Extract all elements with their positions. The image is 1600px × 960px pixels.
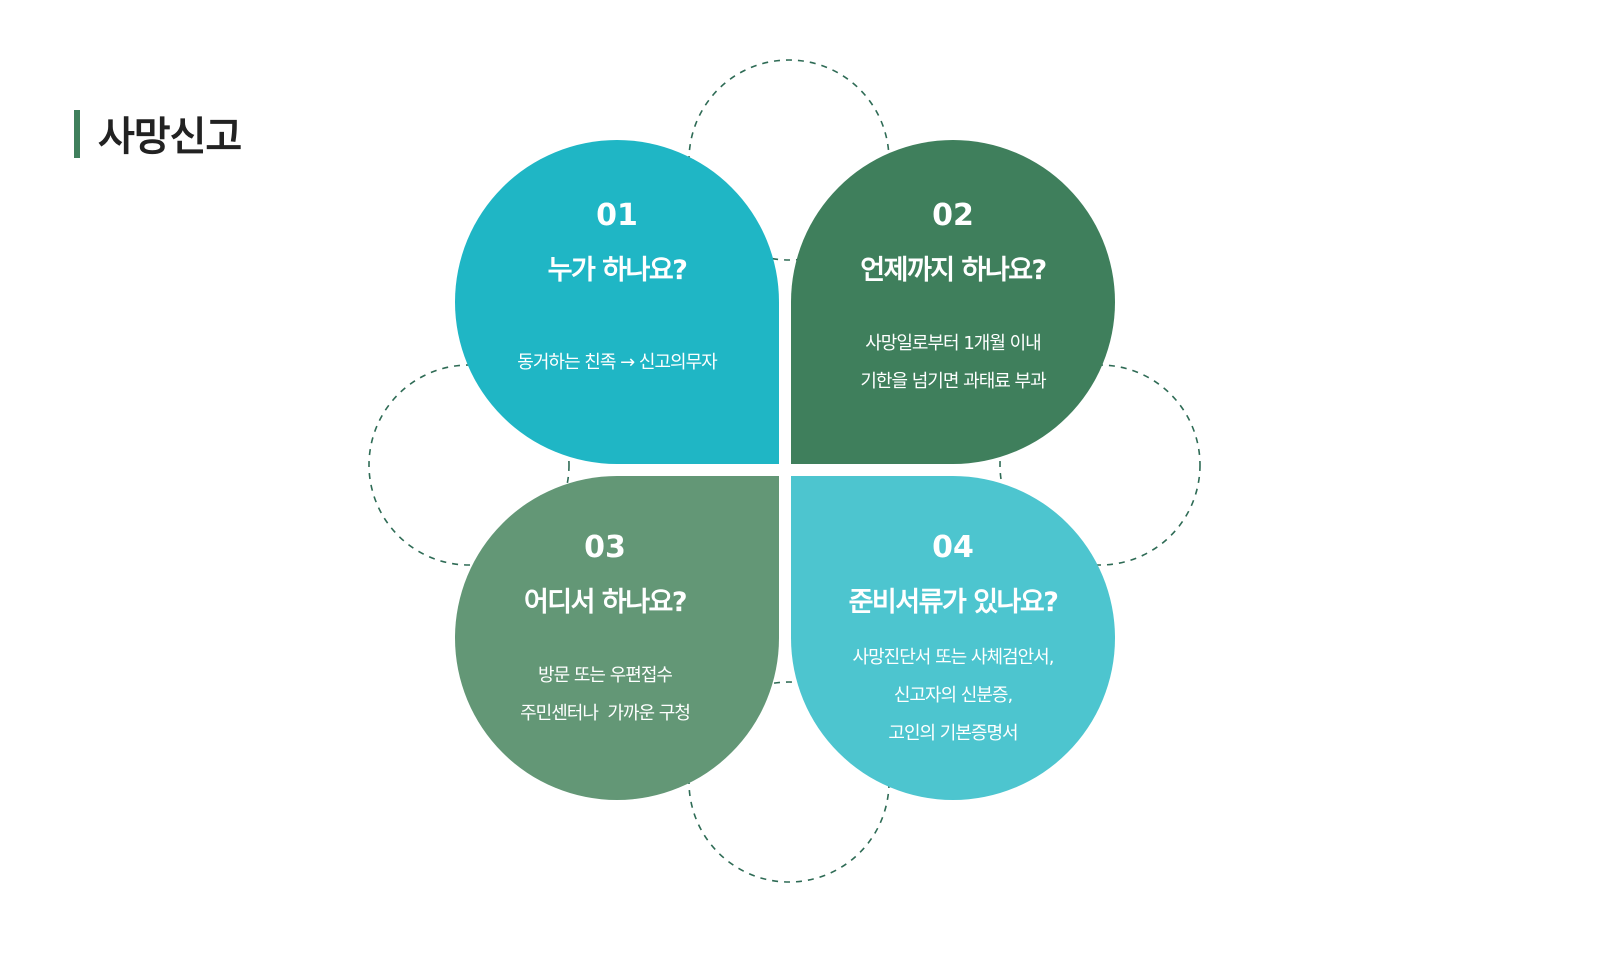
desc-line: 고인의 기본증명서 [888, 723, 1018, 744]
page-title: 사망신고 [98, 114, 242, 160]
petal-description: 사망일로부터 1개월 이내 기한을 넘기면 과태료 부과 [791, 325, 1115, 401]
desc-line: 신고자의 신분증, [893, 685, 1013, 706]
title-accent-bar [74, 110, 80, 158]
petal-question: 어디서 하나요? [523, 587, 688, 618]
petal-number: 02 [932, 198, 974, 233]
petal-number: 04 [932, 530, 974, 565]
desc-line: 주민센터나 가까운 구청 [520, 703, 691, 724]
petal-question: 누가 하나요? [547, 255, 688, 286]
petal-description: 방문 또는 우편접수 주민센터나 가까운 구청 [443, 657, 767, 733]
desc-line: 기한을 넘기면 과태료 부과 [860, 371, 1046, 392]
petal-description: 사망진단서 또는 사체검안서, 신고자의 신분증, 고인의 기본증명서 [791, 639, 1115, 753]
petal-when: 02 언제까지 하나요? 사망일로부터 1개월 이내 기한을 넘기면 과태료 부… [791, 140, 1115, 464]
petal-description: 동거하는 친족 → 신고의무자 [455, 344, 779, 382]
desc-line: 사망일로부터 1개월 이내 [865, 333, 1042, 354]
desc-line: 동거하는 친족 → 신고의무자 [517, 352, 717, 373]
petal-number: 01 [596, 198, 638, 233]
petal-who: 01 누가 하나요? 동거하는 친족 → 신고의무자 [455, 140, 779, 464]
petal-number: 03 [584, 530, 626, 565]
petal-question: 준비서류가 있나요? [848, 587, 1059, 618]
petal-documents: 04 준비서류가 있나요? 사망진단서 또는 사체검안서, 신고자의 신분증, … [791, 476, 1115, 800]
desc-line: 사망진단서 또는 사체검안서, [852, 647, 1055, 668]
petal-question: 언제까지 하나요? [860, 255, 1047, 286]
petal-where: 03 어디서 하나요? 방문 또는 우편접수 주민센터나 가까운 구청 [455, 476, 779, 800]
desc-line: 방문 또는 우편접수 [538, 665, 673, 686]
